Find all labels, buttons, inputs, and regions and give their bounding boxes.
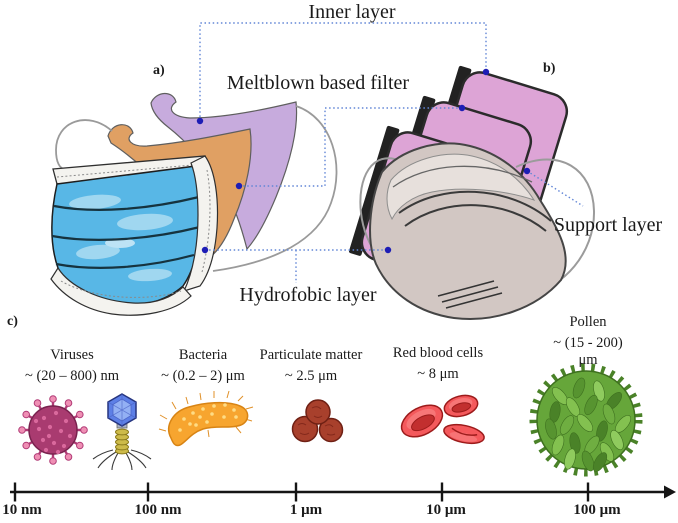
ear-loop-left [55,119,113,170]
red-blood-cells-icon [400,394,485,445]
bacteria-granules [178,403,238,432]
organism-size: ~ (15 - 200) μm [553,335,623,368]
panel-c-label: c) [7,314,18,329]
panel-a-label: a) [153,63,165,78]
respirator-mask-illustration [349,65,596,320]
mask-pleats [51,195,201,269]
scale-tick-100nm: 100 nm [134,502,182,518]
organism-name: Viruses [50,347,94,363]
meltblown-filter-label: Meltblown based filter [226,72,410,94]
virus-spike-knobs [18,395,88,465]
bacteriophage-legs [92,449,152,471]
respirator-bottom-folds [437,280,503,309]
mask-top-stitch [56,163,205,178]
bacteria-cilia [158,390,254,438]
mask-bottom-band [50,266,192,316]
surgical-mask-illustration [50,92,338,316]
virus-body [28,405,78,455]
scale-tick-10nm: 10 nm [2,502,42,518]
inner-layer-label: Inner layer [308,1,396,23]
callout-dots [196,68,531,254]
organism-viruses: Viruses ~ (20 – 800) nm [25,347,119,385]
organism-name: Particulate matter [259,347,363,363]
organism-particulate-matter: Particulate matter ~ 2.5 μm [260,347,363,385]
particulate-matter-icon [291,399,344,443]
organism-name: Bacteria [178,347,228,363]
hydrofobic-layer-label: Hydrofobic layer [239,284,377,306]
callout-connectors [199,22,584,283]
pollen-icon [529,363,643,477]
support-layer-connector [526,170,584,207]
size-scale-axis [10,482,676,502]
organism-name: Pollen [569,314,607,330]
organism-red-blood-cells: Red blood cells ~ 8 μm [393,345,483,383]
virus-spike-stems [24,401,82,459]
organism-pollen: Pollen ~ (15 - 200) μm [543,314,633,369]
particulate-texture [297,406,336,436]
organism-name: Red blood cells [392,345,484,361]
bacteriophage-tail [115,428,129,455]
pollen-leaf-texture [545,377,632,472]
scale-tick-1um: 1 μm [289,502,323,518]
bacteriophage-icon [92,393,152,471]
organism-size: ~ (0.2 – 2) μm [161,368,245,384]
organism-size: ~ 8 μm [417,366,459,382]
organism-size: ~ 2.5 μm [284,368,338,384]
scale-tick-100um: 100 μm [573,502,621,518]
bacteria-icon [158,390,254,447]
scale-tick-10um: 10 μm [426,502,466,518]
support-layer-label: Support layer [553,214,663,236]
bacteria-body [168,401,249,447]
ear-loop-right [212,105,338,272]
respirator-seams [398,190,552,232]
respirator-upper-fold [392,165,533,188]
organism-bacteria: Bacteria ~ (0.2 – 2) μm [161,347,245,385]
panel-b-label: b) [543,61,556,76]
mask-bottom-stitch [60,280,182,298]
axis-arrowhead [664,485,676,499]
organism-size: ~ (20 – 800) nm [24,368,120,384]
bacteriophage-facet-lines [107,394,137,426]
mask-right-stitch [201,169,211,273]
mask-fabric-highlights [69,194,173,282]
virus-surface-dots [33,410,73,455]
coronavirus-icon [18,395,88,465]
